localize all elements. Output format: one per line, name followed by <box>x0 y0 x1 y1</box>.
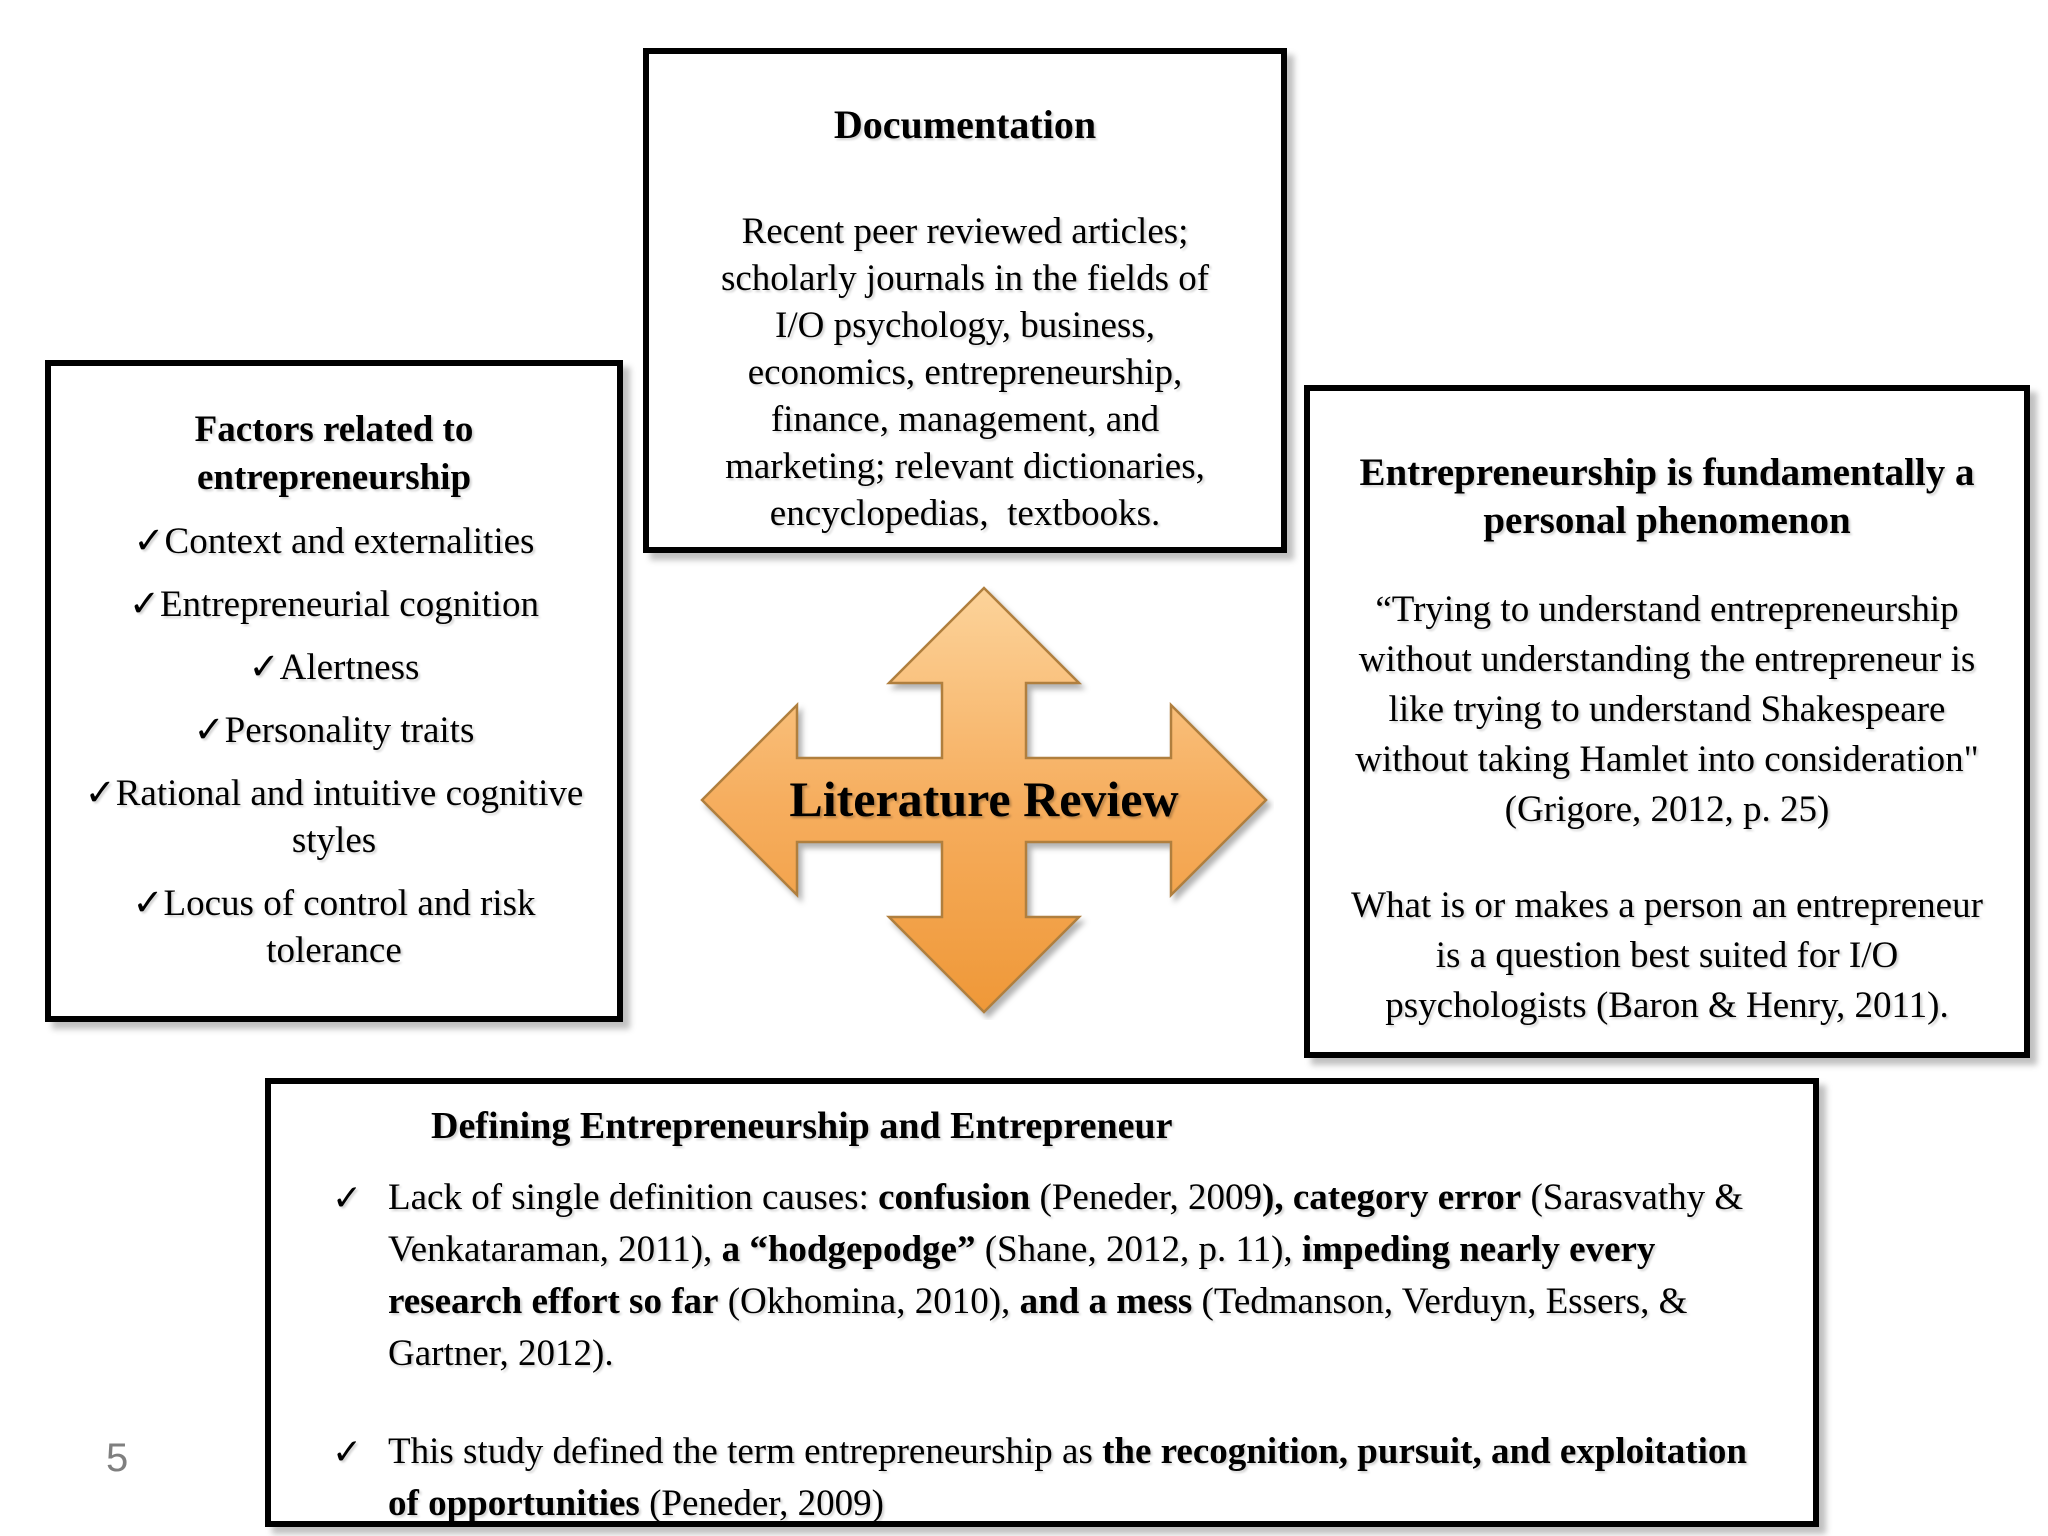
check-icon: ✓ <box>133 521 165 562</box>
factor-item: ✓Context and externalities <box>51 518 617 565</box>
documentation-title: Documentation <box>833 102 1097 147</box>
factor-item: ✓Alertness <box>51 644 617 691</box>
factor-label: Rational and intuitive cognitive styles <box>115 773 584 861</box>
defining-title: Defining Entrepreneurship and Entreprene… <box>431 1105 1173 1147</box>
factor-label: Personality traits <box>224 710 475 751</box>
defining-box: Defining Entrepreneurship and Entreprene… <box>265 1078 1819 1527</box>
documentation-body: Recent peer reviewed articles; scholarly… <box>720 211 1210 534</box>
quad-arrow-svg <box>700 586 1268 1014</box>
factor-label: Locus of control and risk tolerance <box>163 883 536 971</box>
documentation-box: Documentation Recent peer reviewed artic… <box>643 48 1287 553</box>
check-icon: ✓ <box>332 1432 363 1472</box>
bullet-text: Lack of single definition causes: confus… <box>388 1177 1744 1374</box>
factor-label: Entrepreneurial cognition <box>159 584 540 625</box>
personal-phenomenon-box: Entrepreneurship is fundamentally a pers… <box>1304 385 2030 1058</box>
factor-label: Context and externalities <box>164 521 535 562</box>
shakespeare-quote: “Trying to understand entrepreneurship w… <box>1355 589 1979 830</box>
factors-list: ✓Context and externalities ✓Entrepreneur… <box>51 518 617 974</box>
arrow-label: Literature Review <box>789 770 1179 827</box>
factor-label: Alertness <box>279 647 420 688</box>
check-icon: ✓ <box>128 584 160 625</box>
personal-phenomenon-title: Entrepreneurship is fundamentally a pers… <box>1359 451 1975 542</box>
check-icon: ✓ <box>132 883 164 924</box>
check-icon: ✓ <box>193 710 225 751</box>
check-icon: ✓ <box>84 773 116 814</box>
factors-title: Factors related to entrepreneurship <box>194 409 474 498</box>
quad-arrow-shape <box>700 586 1268 1014</box>
factors-box: Factors related to entrepreneurship ✓Con… <box>45 360 623 1022</box>
check-icon: ✓ <box>248 647 280 688</box>
check-icon: ✓ <box>332 1178 363 1218</box>
bullet-text: This study defined the term entrepreneur… <box>388 1431 1747 1524</box>
defining-bullets: ✓ Lack of single definition causes: conf… <box>271 1172 1813 1530</box>
factor-item: ✓Personality traits <box>51 707 617 754</box>
factor-item: ✓Locus of control and risk tolerance <box>51 880 617 974</box>
factor-item: ✓Entrepreneurial cognition <box>51 581 617 628</box>
page-number: 5 <box>106 1436 129 1480</box>
bullet-item: ✓ Lack of single definition causes: conf… <box>332 1172 1758 1380</box>
entrepreneur-question: What is or makes a person an entrepreneu… <box>1351 885 1983 1026</box>
bullet-item: ✓ This study defined the term entreprene… <box>332 1426 1758 1530</box>
quad-arrow: Literature Review <box>694 580 1274 1020</box>
factor-item: ✓Rational and intuitive cognitive styles <box>51 770 617 864</box>
